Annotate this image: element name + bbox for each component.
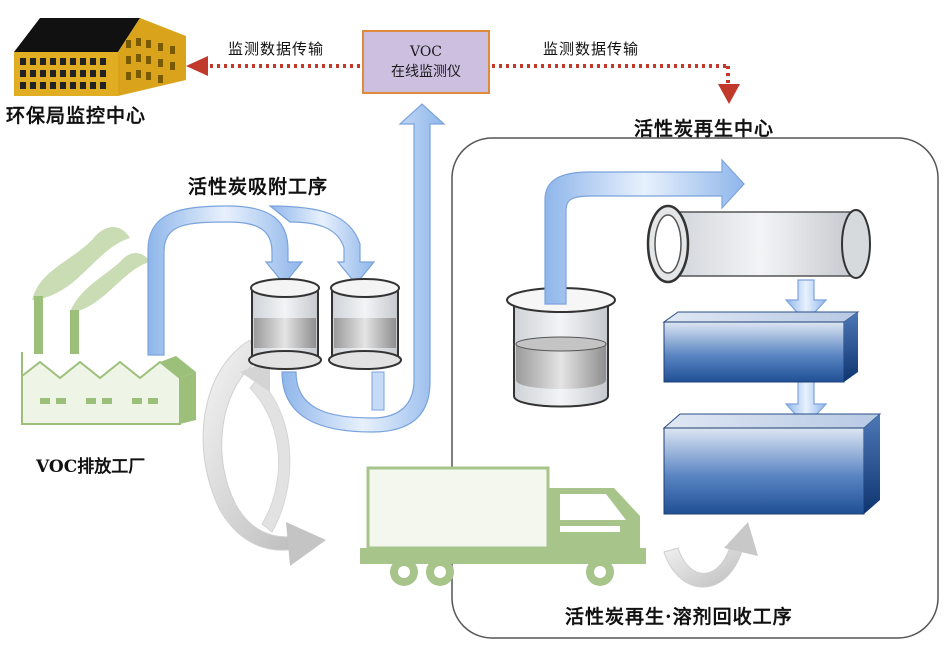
voc-monitor-subtitle: 在线监测仪: [391, 64, 461, 80]
adsorption-process-label: 活性炭吸附工序: [188, 176, 329, 198]
regeneration-center-label: 活性炭再生中心: [634, 118, 775, 140]
regeneration-center-region: [451, 137, 939, 639]
voc-monitor-box: VOC 在线监测仪: [362, 30, 490, 94]
regeneration-unit-box-icon: [662, 311, 860, 383]
monitoring-center-label: 环保局监控中心: [6, 105, 147, 127]
voc-monitor-title: VOC: [409, 44, 443, 60]
down-arrow-1-icon: [784, 279, 828, 323]
solvent-recovery-unit-box-icon: [662, 413, 882, 515]
monitoring-center-building-icon: [14, 18, 186, 96]
exhaust-flow-arrow-icon: [147, 205, 376, 356]
transmission-right-label: 监测数据传输: [543, 40, 640, 58]
kiln-feed-arrow-icon: [544, 158, 745, 305]
truck-icon: [360, 466, 646, 586]
rotary-kiln-icon: [646, 204, 871, 284]
regeneration-process-label: 活性炭再生·溶剂回收工序: [565, 606, 793, 628]
transport-loop-arrow-icon: [202, 339, 326, 566]
spent-carbon-beaker-icon: [506, 287, 616, 408]
adsorber-canister-2-icon: [328, 278, 402, 370]
return-loop-arrow-icon: [663, 522, 758, 588]
factory-icon: [21, 226, 196, 425]
outlet-flow-arrow-icon: [281, 103, 446, 433]
data-transmission-right-arrow: [492, 64, 740, 104]
transmission-left-label: 监测数据传输: [228, 40, 325, 58]
adsorber-canister-1-icon: [248, 278, 322, 370]
voc-factory-label: VOC排放工厂: [36, 457, 146, 477]
data-transmission-left-arrow: [186, 56, 360, 76]
